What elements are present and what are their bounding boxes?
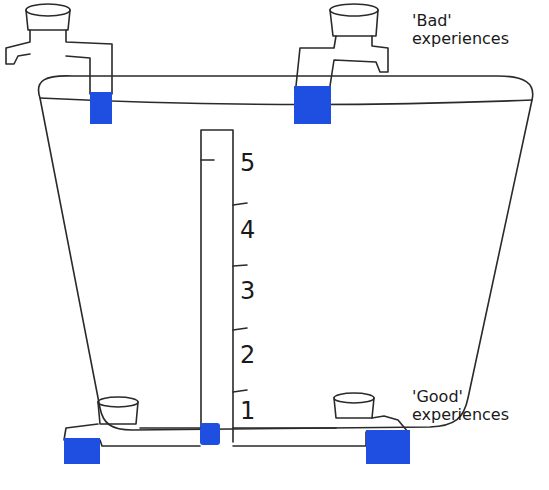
tap-pipe — [296, 36, 388, 86]
gauge-tube — [201, 130, 233, 442]
water-drop — [90, 92, 112, 124]
scale-number: 3 — [240, 278, 270, 306]
tap-handle — [334, 398, 374, 418]
tap-pipe — [66, 30, 112, 94]
tap-handle — [98, 397, 138, 407]
water-drop — [64, 438, 100, 464]
water-drop — [294, 86, 331, 124]
bucket-rim — [40, 98, 532, 105]
tap-handle — [330, 10, 378, 36]
level-gauge — [200, 130, 247, 445]
scale-number: 4 — [240, 217, 270, 245]
tap — [64, 397, 200, 464]
annotation-label: 'Good' experiences — [412, 388, 532, 425]
annotation-label: 'Bad' experiences — [412, 12, 532, 49]
tap-handle — [26, 4, 70, 16]
scale-number: 1 — [240, 398, 270, 426]
tap — [233, 393, 410, 464]
tap-handle — [26, 10, 70, 30]
scale-number: 2 — [240, 342, 270, 370]
tap — [6, 4, 112, 124]
tap-handle — [98, 402, 138, 424]
water-level — [200, 423, 220, 445]
tap-handle — [330, 4, 378, 16]
tap-pipe — [6, 30, 30, 64]
scale-number: 5 — [240, 150, 270, 178]
tap-handle — [334, 393, 374, 403]
bucket-body — [38, 76, 532, 430]
water-drop — [366, 430, 410, 464]
tap — [294, 4, 388, 124]
